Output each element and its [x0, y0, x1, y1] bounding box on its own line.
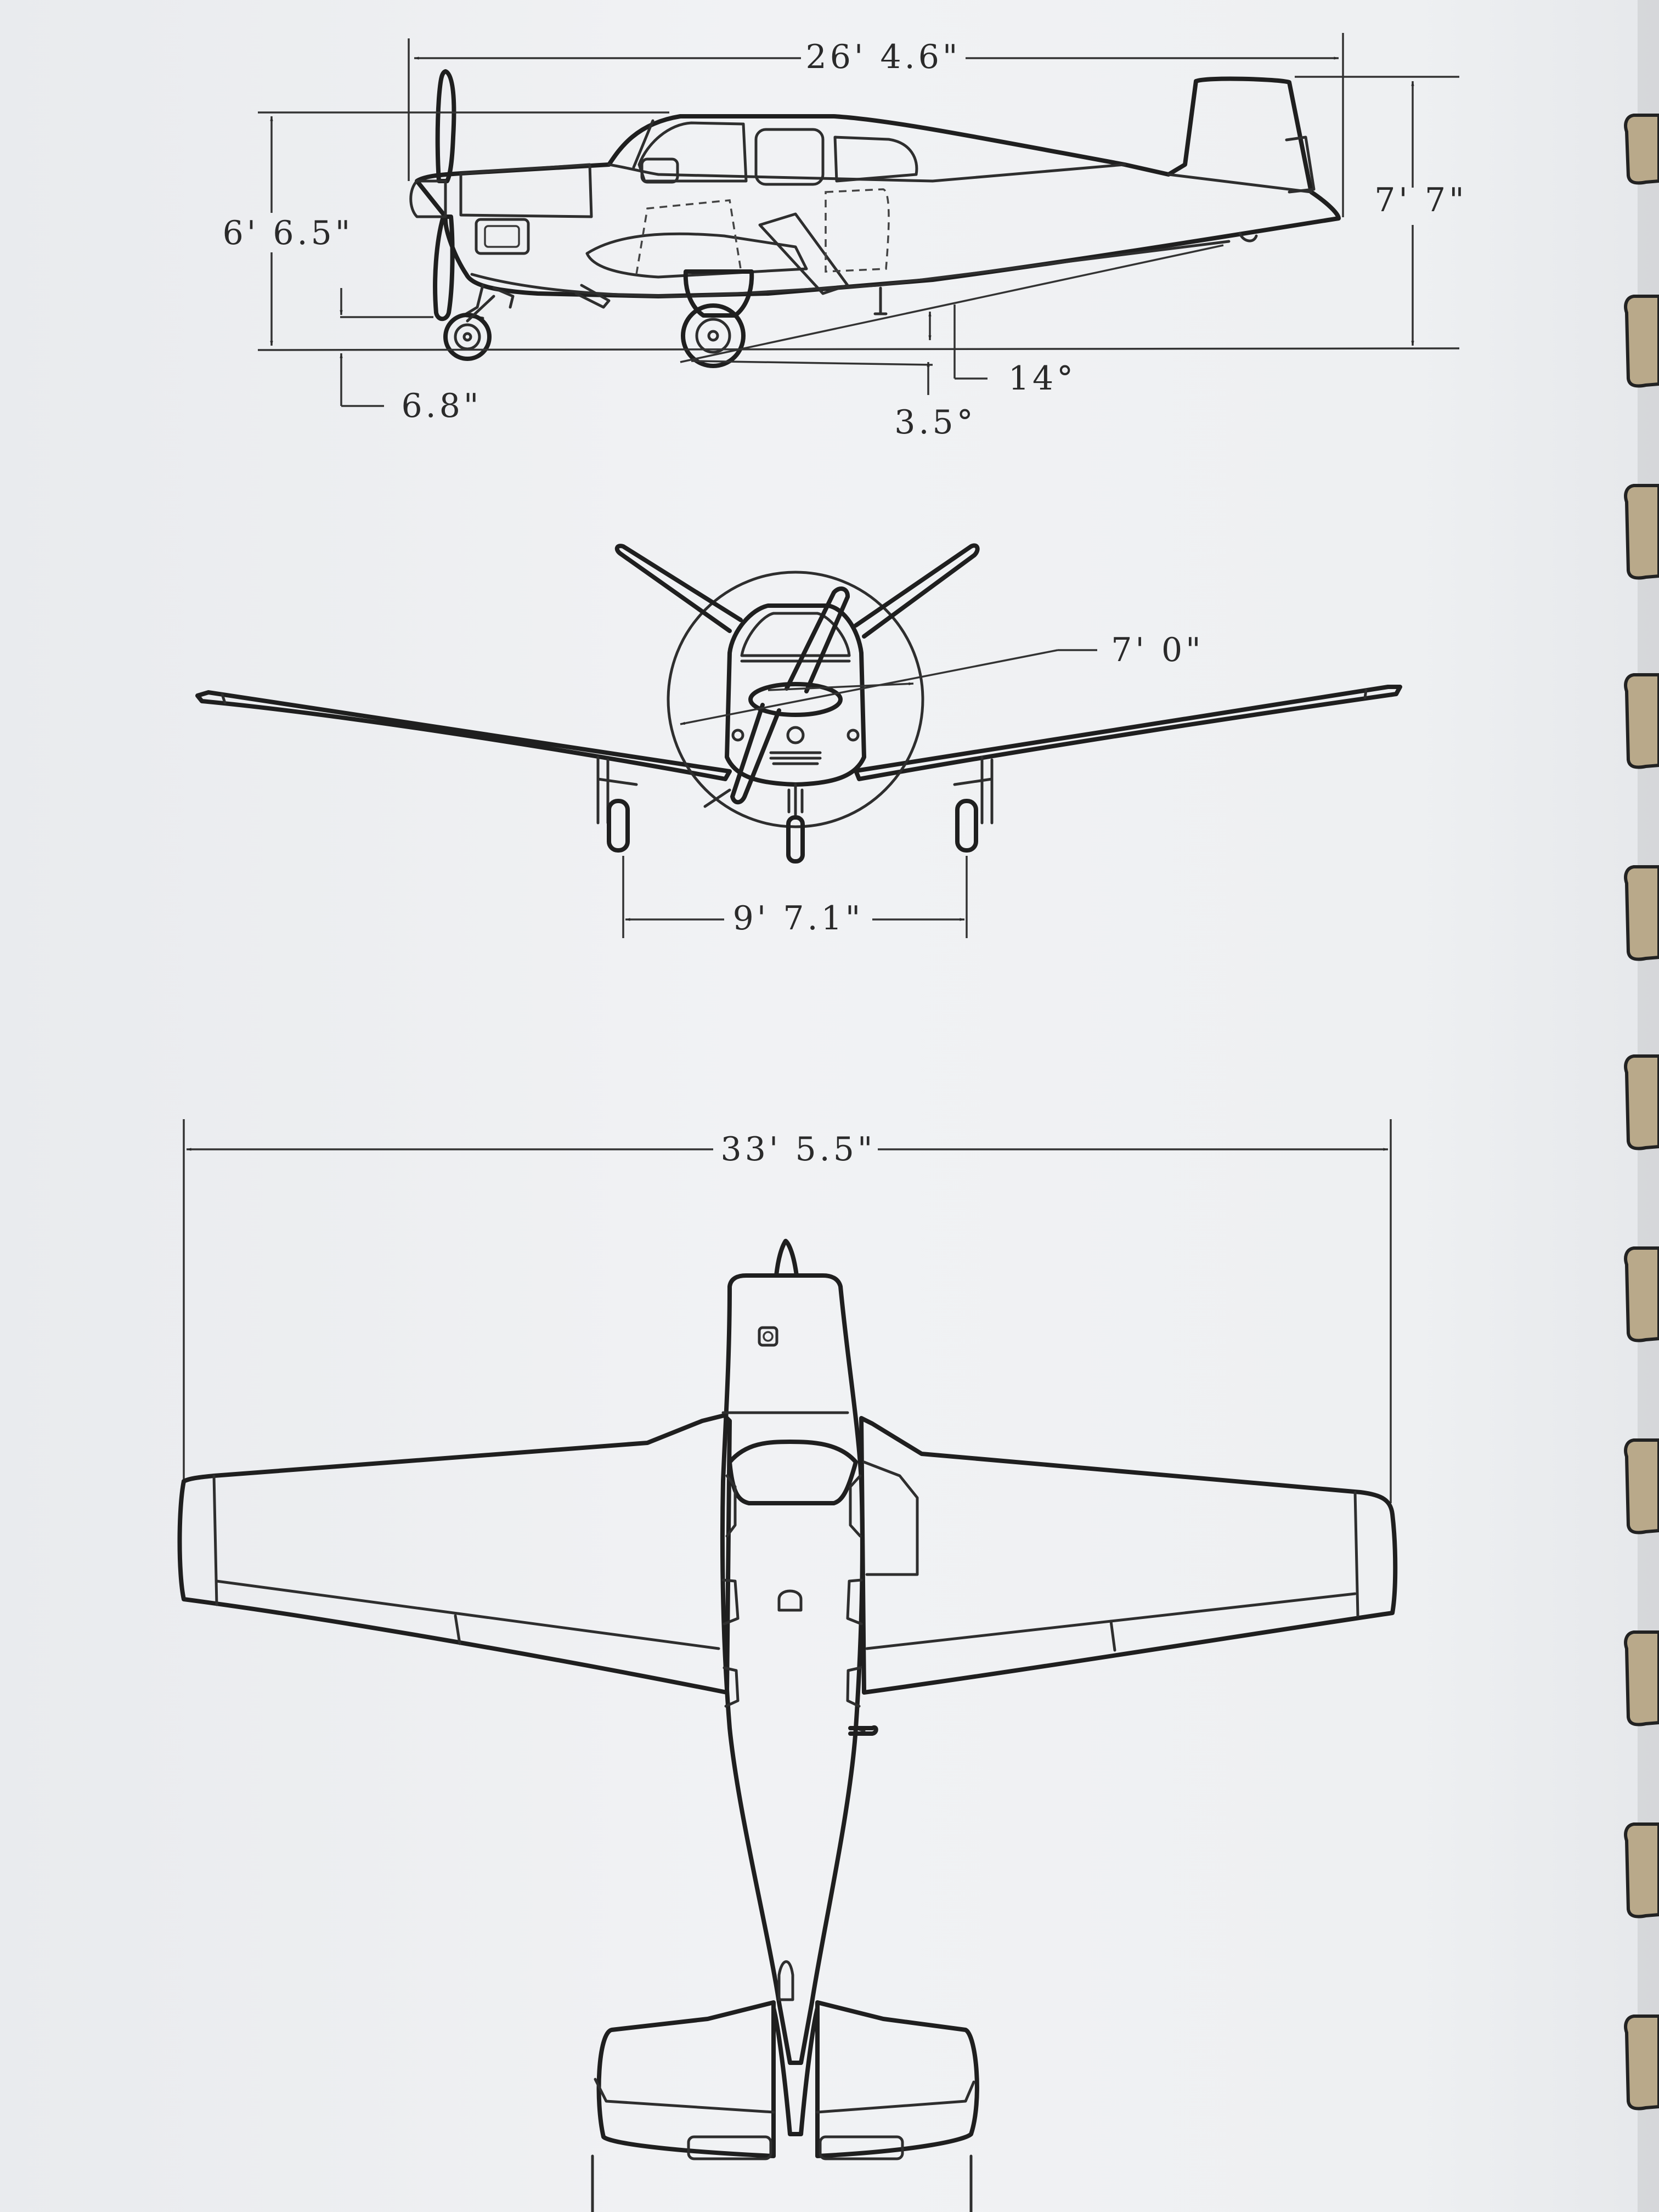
- binder-rings: [1624, 0, 1659, 2212]
- front-gear-track-label: 9' 7.1": [733, 899, 864, 938]
- side-nose-gear: [443, 284, 611, 361]
- side-cowling-panel: [459, 163, 593, 218]
- front-prop-disc: [667, 571, 924, 828]
- front-left-main-gear: [596, 755, 638, 853]
- top-left-wing: [177, 1413, 732, 1695]
- side-spinner: [409, 179, 447, 218]
- top-left-stabilizer: [596, 2000, 776, 2158]
- side-prop-lower-blade: [433, 215, 455, 321]
- side-wing-root: [585, 232, 808, 279]
- front-view: 7' 0" 9' 7.1": [195, 543, 1402, 938]
- front-right-wing: [854, 685, 1402, 781]
- front-spinner: [748, 682, 843, 717]
- top-tail-fin: [771, 2006, 820, 2136]
- top-view: 33' 5.5": [177, 1119, 1398, 2212]
- top-windshield: [727, 1440, 858, 1505]
- front-fuselage: [725, 603, 866, 787]
- side-tail-height-label: 7' 7": [1374, 181, 1468, 219]
- side-window-2: [754, 128, 825, 186]
- top-right-wing: [859, 1416, 1398, 1695]
- front-left-wing: [195, 690, 732, 781]
- side-main-gear: [681, 269, 754, 368]
- front-windshield: [740, 612, 851, 657]
- side-clearance-label: 6.8": [401, 387, 482, 425]
- side-angle-ground-label: 3.5°: [894, 403, 976, 442]
- top-right-stabilizer: [815, 2000, 979, 2158]
- front-prop-ghost-right: [854, 543, 980, 639]
- side-prop-height-label: 6' 6.5": [223, 214, 354, 252]
- side-view: 26' 4.6" 7' 7" 6' 6.5" 6.8" 14° 3.5°: [223, 33, 1468, 442]
- top-spinner: [774, 1239, 799, 1278]
- front-prop-blade-up: [785, 586, 850, 693]
- top-fuselage: [720, 1273, 865, 2065]
- side-ground-line: [257, 347, 1460, 351]
- side-window-1: [637, 121, 748, 183]
- front-prop-ghost-left: [614, 544, 743, 633]
- front-prop-diameter-label: 7' 0": [1111, 631, 1204, 669]
- top-wingspan-label: 33' 5.5": [721, 1130, 876, 1169]
- side-window-3: [833, 136, 918, 183]
- front-nose-gear: [786, 783, 805, 864]
- side-prop-upper-blade: [435, 69, 456, 183]
- side-flap: [758, 212, 849, 295]
- side-length-label: 26' 4.6": [806, 38, 961, 76]
- front-prop-blade-down: [730, 703, 781, 805]
- front-right-main-gear: [953, 755, 994, 853]
- side-fuselage-outline: [415, 76, 1341, 298]
- side-angle-tail-label: 14°: [1008, 359, 1076, 398]
